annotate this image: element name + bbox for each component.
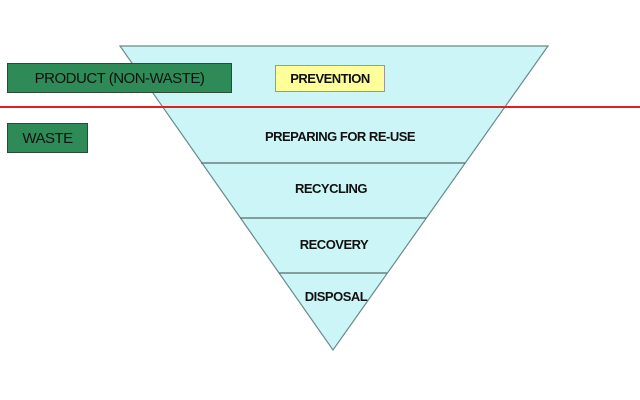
tier-preparing-for-reuse: PREPARING FOR RE-USE [265,129,416,144]
tier-prevention: PREVENTION [275,65,385,92]
waste-category-label: WASTE [7,123,88,153]
tier-recycling: RECYCLING [295,181,367,196]
product-category-label: PRODUCT (NON-WASTE) [7,63,232,93]
tier-disposal: DISPOSAL [305,289,368,304]
tier-recovery: RECOVERY [300,237,369,252]
inverted-triangle [118,45,550,352]
